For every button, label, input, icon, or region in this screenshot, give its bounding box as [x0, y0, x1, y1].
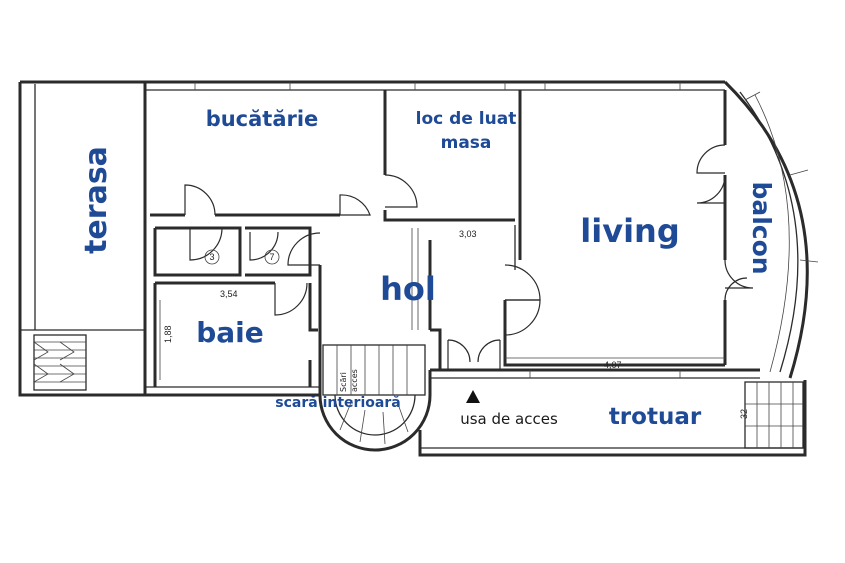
room-label-hol: hol — [380, 270, 436, 308]
room-label-terasa: terasa — [79, 146, 114, 254]
room-label-balcon: balcon — [747, 181, 776, 274]
room-label-bucatarie: bucătărie — [206, 107, 319, 131]
label-trotuar: trotuar — [609, 404, 702, 430]
dimension-1-88: 1,88 — [163, 325, 173, 343]
outer-walls — [145, 80, 760, 397]
label-usa-de-acces: usa de acces — [460, 410, 558, 428]
balcony-curve — [723, 80, 819, 379]
dimension-3-54: 3,54 — [220, 289, 238, 299]
sidewalk — [418, 380, 807, 457]
dimension-lines — [159, 300, 725, 380]
marker-7: 7 — [264, 249, 280, 265]
dimension-32: 32 — [739, 409, 749, 419]
svg-text:7: 7 — [269, 252, 274, 262]
room-label-loc-line1: loc de luat — [416, 109, 517, 129]
svg-text:3: 3 — [209, 252, 214, 262]
marker-3: 3 — [204, 249, 220, 265]
stair-note-line2: acces — [350, 369, 359, 392]
label-scara-interioara: scară interioară — [275, 395, 400, 411]
dimension-3-03: 3,03 — [459, 229, 477, 239]
room-label-baie: baie — [196, 316, 264, 349]
entrance-arrow-icon — [466, 390, 480, 403]
interior-walls — [150, 90, 727, 395]
room-label-living: living — [580, 212, 679, 250]
spiral-stair: Scări acces — [318, 344, 432, 452]
dimension-4-07: 4,07 — [604, 360, 622, 370]
room-label-loc-line2: masa — [441, 133, 492, 153]
door-swings — [184, 144, 754, 370]
stair-note-line1: Scări — [339, 372, 348, 392]
